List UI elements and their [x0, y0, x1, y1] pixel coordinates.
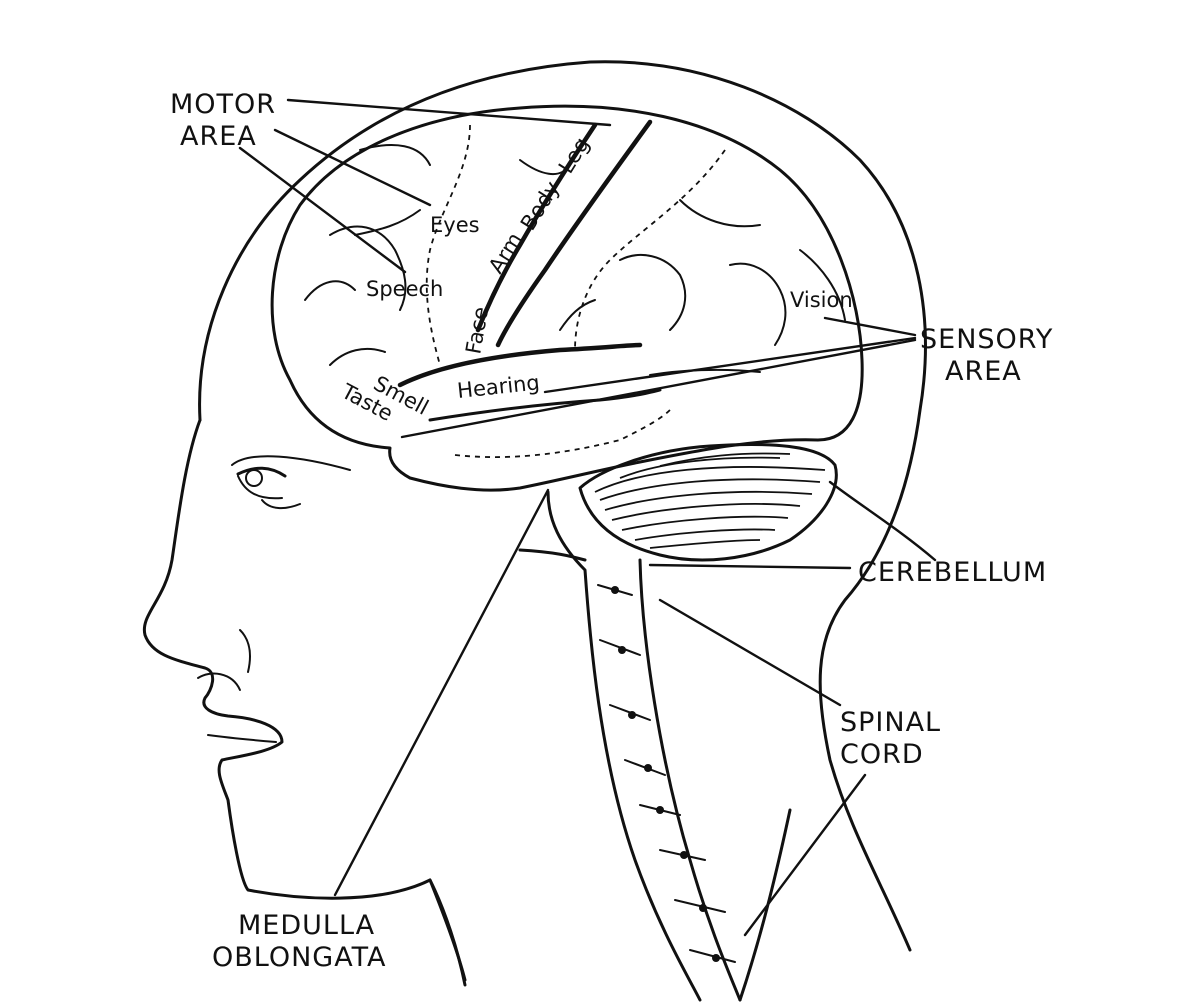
central-sulcus — [495, 119, 653, 348]
spinal-label-line1: SPINAL — [840, 707, 941, 738]
neck-front-line — [518, 548, 587, 562]
spinal-leader-2 — [743, 773, 867, 937]
sensory-label-line1: SENSORY — [920, 324, 1053, 355]
motor-label-line1: MOTOR — [170, 89, 276, 120]
medulla-leader — [333, 488, 550, 897]
lip-line — [207, 734, 277, 743]
spinal-cord-nodes — [611, 586, 720, 962]
spinal-cord-fibers — [597, 584, 736, 963]
sensory-leader-3 — [400, 338, 917, 439]
spinal-leader — [658, 598, 842, 707]
area-face: Face — [461, 305, 493, 356]
gyrus-line-8 — [729, 262, 787, 346]
nostril — [197, 672, 241, 691]
sensory-label-line2: AREA — [945, 356, 1022, 387]
gyrus-line-12 — [329, 347, 386, 366]
precentral-sulcus — [475, 122, 598, 333]
cerebellum-folds — [594, 452, 826, 549]
motor-label-line2: AREA — [180, 121, 257, 152]
gyrus-line-2 — [304, 280, 356, 301]
brainstem-left — [546, 490, 702, 1002]
temporal-lobe-lower — [428, 388, 662, 422]
sylvian-fissure — [397, 342, 643, 388]
area-body: Body — [516, 177, 564, 235]
eye-iris — [245, 469, 263, 487]
gyrus-line-3 — [359, 144, 431, 166]
area-hearing: Hearing — [456, 370, 541, 403]
sensory-leader-2 — [543, 336, 917, 394]
eye-lower-lid — [237, 475, 283, 500]
head-outline — [198, 60, 927, 952]
area-speech: Speech — [366, 277, 443, 301]
dashed-boundary-front — [425, 124, 471, 366]
medulla-label-line2: OBLONGATA — [212, 942, 386, 973]
medulla-label-line1: MEDULLA — [238, 910, 375, 941]
cerebellum-outline — [578, 442, 838, 562]
gyrus-line-1 — [329, 225, 407, 311]
cerebellum-label: CEREBELLUM — [858, 557, 1047, 588]
brainstem-right — [638, 558, 742, 1002]
motor-leader-1 — [286, 98, 612, 127]
eye-upper-lid — [236, 466, 287, 478]
area-eyes: Eyes — [430, 213, 480, 237]
eye-crease — [261, 499, 301, 510]
eyebrow — [231, 455, 351, 471]
area-arm: Arm — [484, 228, 527, 277]
dashed-boundary-lower — [454, 409, 671, 458]
sensory-leader-1 — [823, 316, 917, 337]
face-profile — [142, 418, 467, 982]
jaw-line — [428, 878, 467, 987]
gyrus-line-7 — [619, 254, 687, 331]
cerebellum-leader — [828, 480, 937, 562]
motor-leader-2 — [273, 128, 432, 207]
spinal-label-line2: CORD — [840, 739, 924, 770]
brain-outline — [270, 104, 864, 492]
neck-back-line — [738, 808, 792, 1002]
dashed-boundary-back — [574, 149, 726, 351]
motor-leader-3 — [238, 146, 407, 274]
area-vision: Vision — [790, 288, 853, 312]
gyrus-line-11 — [559, 299, 596, 331]
gyrus-line-5 — [519, 159, 571, 175]
gyrus-line-6 — [679, 199, 761, 228]
cheek-line — [239, 629, 251, 673]
gyrus-line-9 — [799, 249, 846, 321]
area-leg: Leg — [554, 133, 594, 178]
gyrus-line-4 — [354, 209, 421, 236]
cerebellum-leader-2 — [648, 563, 852, 570]
